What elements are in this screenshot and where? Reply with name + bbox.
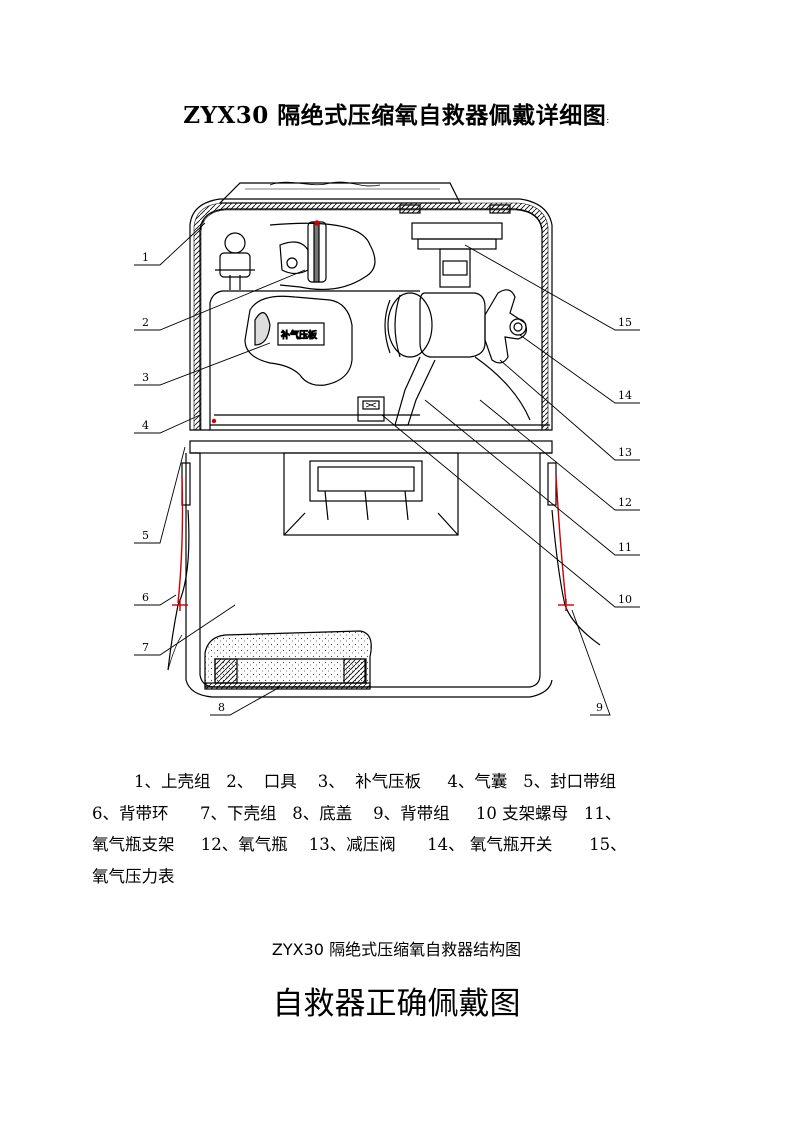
legend-line-2: 6、背带环 7、下壳组 8、底盖 9、背带组 10 支架螺母 11、 [92,803,622,823]
lower-shell [190,452,552,688]
seal-band-hatch [193,202,549,431]
callout-15: 15 [618,316,632,329]
figure-caption: ZYX30 隔绝式压缩氧自救器结构图 [271,940,522,959]
pressure-plate [277,322,325,346]
callout-10: 10 [618,593,632,606]
callout-1: 1 [142,251,149,264]
structure-diagram: 补气压板 [134,181,640,716]
callout-2: 2 [142,316,149,329]
page-title: ZYX30 隔绝式压缩氧自救器佩戴详细图: [0,96,793,130]
callout-3: 3 [142,371,149,384]
callout-13: 13 [618,446,632,459]
callout-9: 9 [596,701,603,714]
callouts-right: 15 14 13 12 11 10 9 [596,316,632,714]
section-heading: 自救器正确佩戴图 [272,986,521,1022]
page-title-colon: : [606,116,610,126]
page-title-text: ZYX30 隔绝式压缩氧自救器佩戴详细图 [183,102,607,129]
support-nut [357,396,385,422]
callout-11: 11 [618,541,632,554]
separator-plate [189,440,553,454]
callout-6: 6 [142,591,149,604]
callout-8: 8 [218,701,225,714]
legend-line-1: 1、上壳组 2、 口具 3、 补气压板 4、气囊 5、封口带组 [134,772,617,791]
valve-knob [484,289,528,364]
oxygen-bottle [419,292,486,358]
callout-4: 4 [142,419,149,432]
callout-12: 12 [618,496,632,509]
legend-line-4: 氧气压力表 [92,866,175,886]
callouts-left: 1 2 3 4 5 6 7 8 [142,251,225,714]
air-bag [244,295,353,386]
callout-7: 7 [142,641,149,654]
callout-5: 5 [142,529,149,542]
callout-14: 14 [618,389,632,402]
top-strap [218,182,461,204]
upper-shell [189,198,553,431]
parts-legend: 1、上壳组 2、 口具 3、 补气压板 4、气囊 5、封口带组 6、背带环 7、… [92,766,702,892]
pressure-gauge [411,222,503,240]
legend-line-3: 氧气瓶支架 12、氧气瓶 13、减压阀 14、 氧气瓶开关 15、 [92,835,627,854]
mouthpiece-ring [224,232,246,254]
plate-text: 补气压板 [281,329,317,341]
